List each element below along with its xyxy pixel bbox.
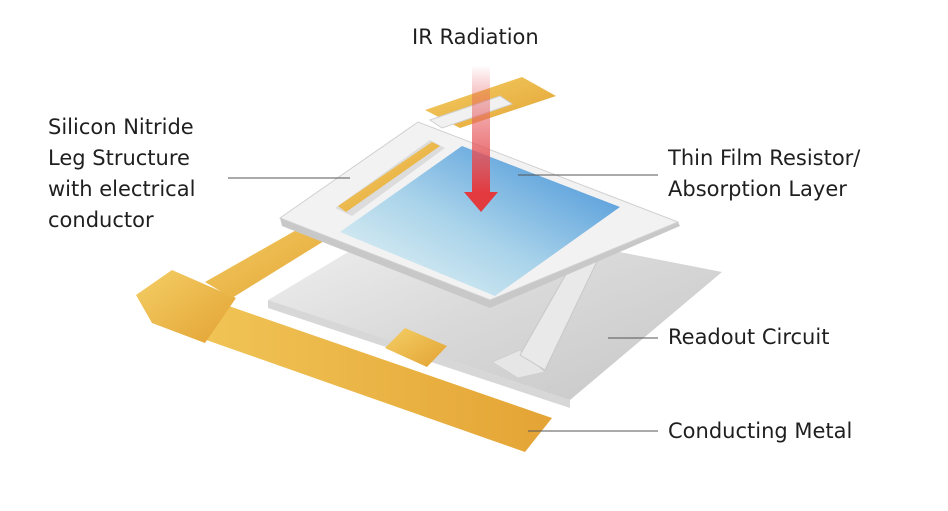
conducting-metal-center-tab — [385, 328, 447, 367]
right-leg-post — [490, 349, 547, 379]
thin-film-absorber — [340, 146, 620, 296]
thin-film-resistor-label: Thin Film Resistor/ Absorption Layer — [668, 146, 861, 201]
conducting-metal-left-bar — [155, 296, 552, 452]
conducting-metal-label: Conducting Metal — [668, 419, 853, 443]
conducting-metal-left-pad — [136, 270, 236, 343]
readout-circuit-label: Readout Circuit — [668, 325, 830, 349]
leg-metal-strip — [338, 142, 440, 212]
ir-beam — [472, 65, 490, 193]
ir-arrow-head — [464, 192, 498, 212]
ir-radiation-label: IR Radiation — [412, 25, 539, 49]
leg-structure-label: Silicon Nitride Leg Structure with elect… — [48, 115, 196, 232]
